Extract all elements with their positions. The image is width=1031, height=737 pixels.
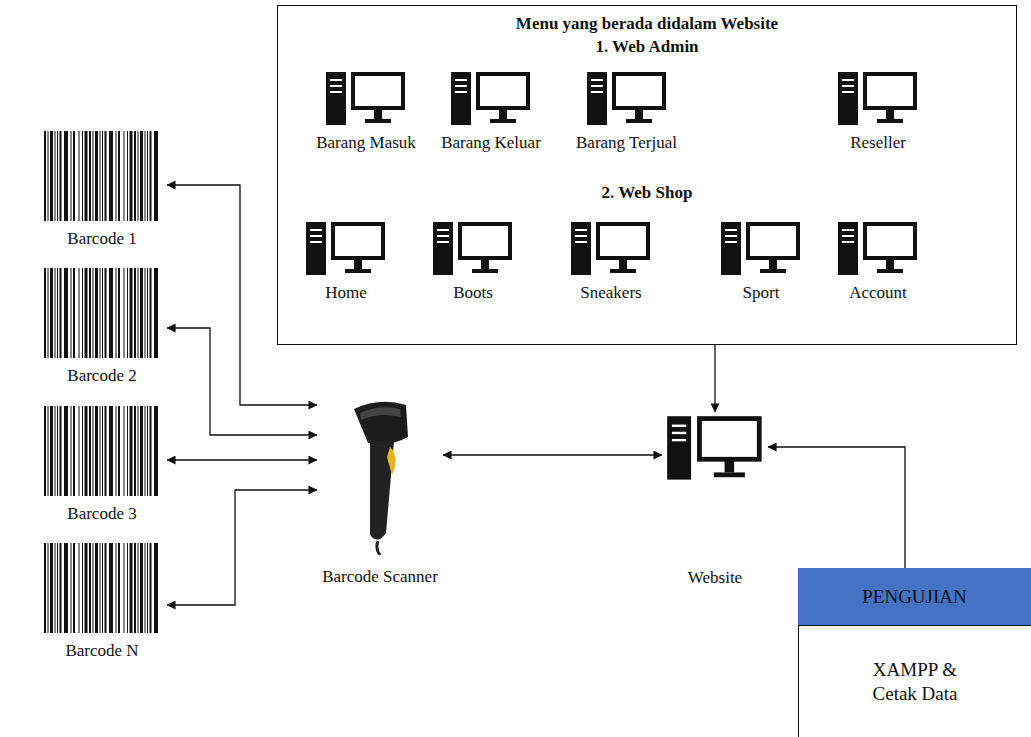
computer-icon xyxy=(667,415,763,482)
node-label: Barcode 1 xyxy=(41,229,163,249)
test-content: XAMPP & Cetak Data xyxy=(798,625,1031,737)
node-label: Sport xyxy=(720,283,802,303)
barcode-card: Barcode N xyxy=(37,540,167,664)
barcode-image xyxy=(42,406,162,496)
node-label: Barcode 2 xyxy=(41,366,163,386)
node-label: Home xyxy=(305,283,387,303)
node-label: Reseller xyxy=(837,133,919,153)
computer-icon xyxy=(571,221,651,277)
shop-menu-item: Sneakers xyxy=(566,218,656,306)
panel-title: Menu yang berada didalam Website xyxy=(278,14,1016,34)
barcode-image xyxy=(42,543,162,633)
menu-panel: Menu yang berada didalam Website 1. Web A… xyxy=(277,5,1017,345)
flow-arrow xyxy=(443,454,662,455)
computer-icon xyxy=(326,71,406,127)
node-label: Boots xyxy=(432,283,514,303)
flow-arrow xyxy=(768,447,905,568)
section-heading: 2. Web Shop xyxy=(278,183,1016,203)
node-label: Barang Terjual xyxy=(575,133,678,153)
barcode-card: Barcode 3 xyxy=(37,403,167,527)
flow-arrow xyxy=(167,185,317,405)
node-label: XAMPP & Cetak Data xyxy=(855,658,975,706)
scanner-image xyxy=(340,395,420,555)
node-label: Barang Keluar xyxy=(440,133,542,153)
node-label: Account xyxy=(837,283,919,303)
flow-arrow xyxy=(167,459,317,460)
node-label: Website xyxy=(666,568,764,588)
shop-menu-item: Boots xyxy=(428,218,518,306)
computer-icon xyxy=(433,221,513,277)
admin-menu-item: Reseller xyxy=(833,68,923,156)
computer-icon xyxy=(587,71,667,127)
admin-menu-item: Barang Keluar xyxy=(436,68,546,156)
computer-icon xyxy=(451,71,531,127)
shop-menu-item: Account xyxy=(833,218,923,306)
barcode-image xyxy=(42,131,162,221)
node-label: Barcode N xyxy=(41,641,163,661)
barcode-scanner: Barcode Scanner xyxy=(317,392,443,590)
barcode-card: Barcode 2 xyxy=(37,265,167,389)
computer-icon xyxy=(838,71,918,127)
website-computer: Website xyxy=(662,412,768,591)
computer-icon xyxy=(721,221,801,277)
barcode-card: Barcode 1 xyxy=(37,128,167,252)
node-label: Barcode Scanner xyxy=(321,567,439,587)
shop-menu-item: Sport xyxy=(716,218,806,306)
admin-menu-item: Barang Terjual xyxy=(571,68,682,156)
computer-icon xyxy=(838,221,918,277)
node-label: Barang Masuk xyxy=(315,133,417,153)
admin-menu-item: Barang Masuk xyxy=(311,68,421,156)
flow-arrow xyxy=(714,345,715,412)
node-label: PENGUJIAN xyxy=(862,585,967,609)
node-label: Barcode 3 xyxy=(41,504,163,524)
flow-arrow xyxy=(167,490,317,605)
test-header: PENGUJIAN xyxy=(798,568,1031,625)
section-heading: 1. Web Admin xyxy=(278,37,1016,57)
computer-icon xyxy=(306,221,386,277)
shop-menu-item: Home xyxy=(301,218,391,306)
node-label: Sneakers xyxy=(570,283,652,303)
barcode-image xyxy=(42,268,162,358)
